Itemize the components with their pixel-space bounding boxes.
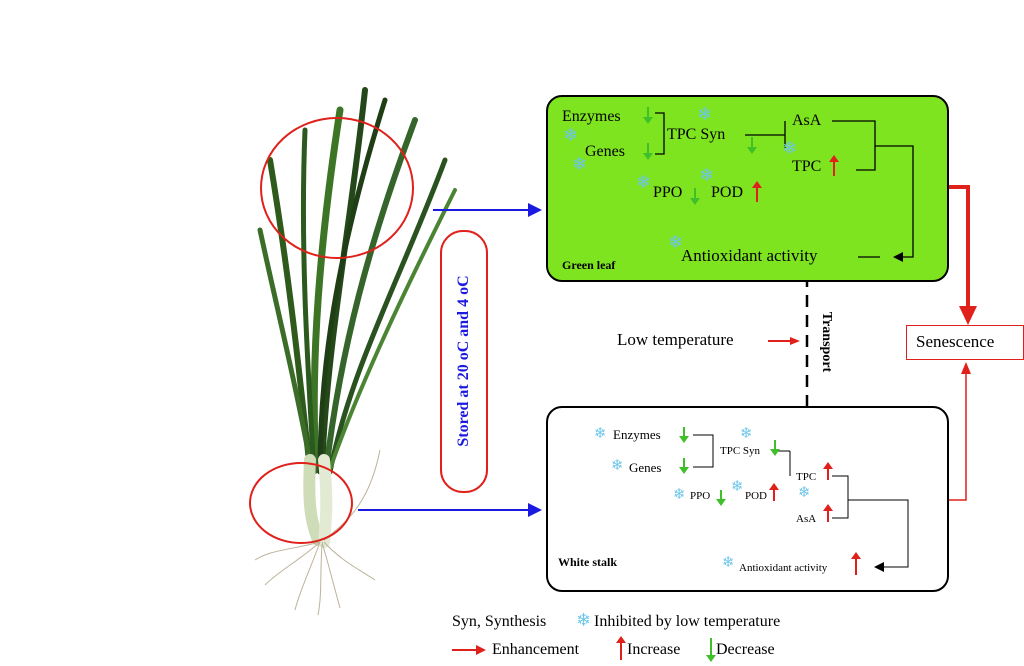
down-arrow-icon: [643, 143, 653, 160]
gl-ppo: PPO: [653, 184, 683, 201]
ws-asa: AsA: [796, 513, 817, 525]
ws-genes: Genes: [629, 460, 662, 475]
gl-asa: AsA: [792, 112, 822, 129]
up-arrow-icon: [616, 636, 626, 660]
senescence-box: [906, 325, 1024, 360]
senescence-label: Senescence: [916, 332, 995, 351]
ws-tpc: TPC: [796, 471, 817, 483]
up-arrow-icon: [769, 483, 779, 501]
ws-ppo: PPO: [690, 490, 711, 502]
up-arrow-icon: [823, 504, 833, 522]
snowflake-icon: ❄: [782, 138, 798, 159]
gl-genes: Genes: [585, 143, 625, 160]
snowflake-icon: ❄: [740, 424, 753, 442]
gl-enzymes: Enzymes: [562, 108, 621, 125]
up-arrow-icon: [752, 181, 762, 202]
low-temperature-label: Low temperature: [617, 330, 734, 349]
legend-decrease: Decrease: [716, 641, 775, 658]
up-arrow-icon: [851, 552, 861, 575]
down-arrow-icon: [706, 638, 716, 662]
ws-title: White stalk: [558, 555, 618, 569]
snowflake-icon: ❄: [699, 165, 715, 186]
gl-antioxidant: Antioxidant activity: [681, 246, 818, 265]
snowflake-icon: ❄: [611, 456, 624, 474]
down-arrow-icon: [770, 440, 780, 456]
ws-antioxidant: Antioxidant activity: [739, 562, 828, 574]
gl-tpc: TPC: [792, 158, 822, 175]
down-arrow-icon: [679, 458, 689, 474]
snowflake-icon: ❄: [731, 477, 744, 495]
snowflake-icon: ❄: [563, 125, 579, 146]
snowflake-icon: ❄: [636, 172, 652, 193]
white-stalk-panel: [546, 406, 949, 592]
up-arrow-icon: [823, 462, 833, 480]
down-arrow-icon: [679, 427, 689, 443]
gl-tpc-syn: TPC Syn: [667, 126, 726, 143]
snowflake-icon: ❄: [697, 104, 713, 125]
snowflake-icon: ❄: [594, 424, 607, 442]
down-arrow-icon: [643, 107, 653, 124]
down-arrow-icon: [716, 490, 726, 506]
plant-illustration: [254, 87, 457, 616]
legend-increase: Increase: [627, 641, 681, 658]
snowflake-icon: ❄: [668, 232, 684, 253]
ws-pod: POD: [745, 490, 768, 502]
snowflake-icon: ❄: [673, 485, 686, 503]
ws-enzymes: Enzymes: [613, 427, 661, 442]
leaf-circle: [260, 117, 414, 259]
snowflake-icon: ❄: [798, 483, 811, 501]
legend-inhibited: Inhibited by low temperature: [594, 613, 781, 630]
ws-tpc-syn: TPC Syn: [720, 445, 761, 457]
down-arrow-icon: [747, 137, 757, 154]
gl-title: Green leaf: [562, 258, 616, 272]
green-leaf-panel: [546, 95, 949, 282]
snowflake-icon: ❄: [576, 610, 592, 631]
snowflake-icon: ❄: [572, 154, 588, 175]
up-arrow-icon: [829, 155, 839, 176]
snowflake-icon: ❄: [722, 553, 735, 571]
legend-enhancement: Enhancement: [492, 641, 580, 658]
stalk-circle: [249, 462, 353, 544]
legend-syn: Syn, Synthesis: [452, 613, 547, 630]
gl-pod: POD: [711, 184, 744, 201]
down-arrow-icon: [690, 188, 700, 205]
